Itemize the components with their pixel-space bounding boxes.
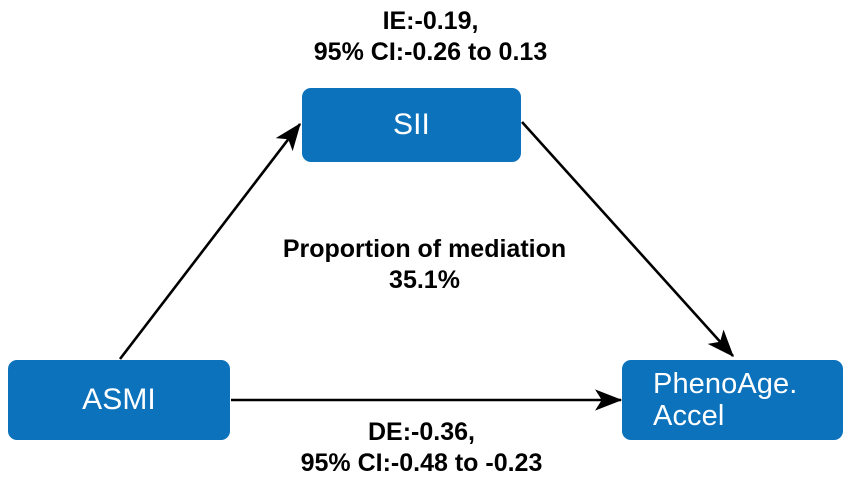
direct-effect-line2: 95% CI:-0.48 to -0.23 [300,449,543,477]
indirect-effect-line1: IE:-0.19, [382,7,479,35]
node-phenoage-accel-label: PhenoAge. Accel [653,368,843,433]
node-phenoage-accel[interactable]: PhenoAge. Accel [622,360,843,440]
node-sii-label: SII [393,108,430,142]
indirect-effect-annotation: IE:-0.19, 95% CI:-0.26 to 0.13 [5,6,851,69]
node-phenoage-accel-label-line2: Accel [653,400,725,432]
node-asmi-label: ASMI [82,383,156,417]
node-sii[interactable]: SII [302,88,521,162]
proportion-of-mediation-line2: 35.1% [389,266,460,295]
indirect-effect-line2: 95% CI:-0.26 to 0.13 [313,38,548,67]
node-asmi[interactable]: ASMI [8,360,230,440]
direct-effect-annotation: DE:-0.36, 95% CI:-0.48 to -0.23 [0,417,847,477]
proportion-of-mediation-annotation: Proportion of mediation 35.1% [0,234,850,297]
node-phenoage-accel-label-line1: PhenoAge. [653,367,798,400]
direct-effect-line1: DE:-0.36, [368,418,475,446]
proportion-of-mediation-line1: Proportion of mediation [282,235,567,263]
